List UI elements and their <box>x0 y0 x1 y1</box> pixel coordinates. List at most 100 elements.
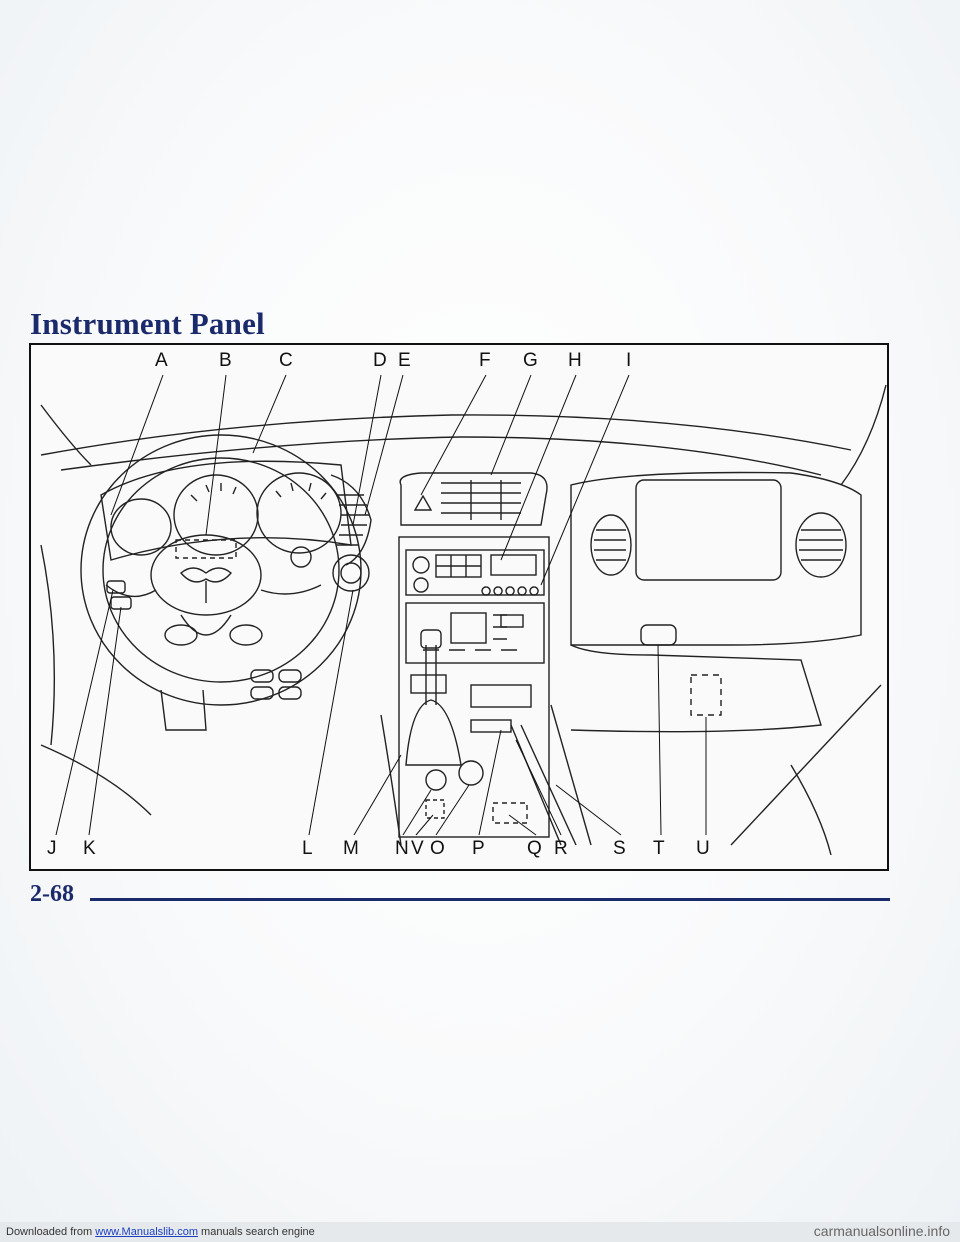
console-rail-2 <box>520 724 577 846</box>
left-switch-1 <box>106 580 126 594</box>
wheel-lower-opening-2 <box>229 624 263 646</box>
steering-wheel-inner <box>102 457 340 683</box>
leader-T <box>657 644 662 836</box>
windshield-left <box>40 404 92 466</box>
airbag-label-box <box>175 539 237 559</box>
callout-U: U <box>696 838 710 859</box>
leader-I <box>540 374 630 586</box>
gauge-speedo <box>256 472 342 554</box>
leader-B <box>205 374 227 536</box>
hazard-triangle <box>413 494 433 511</box>
callout-A: A <box>155 350 168 371</box>
climate-panel <box>405 602 545 664</box>
passenger-display-area <box>635 479 782 581</box>
floor-line-right <box>730 684 882 846</box>
leader-F <box>420 374 487 496</box>
glovebox <box>570 644 822 733</box>
callout-K: K <box>83 838 96 859</box>
door-line-right <box>790 764 832 856</box>
gauge-tach <box>173 474 259 556</box>
lower-switch-1 <box>250 669 274 683</box>
passenger-dash <box>570 471 862 646</box>
shift-plate <box>410 674 447 694</box>
center-stack <box>398 536 550 838</box>
console-switch-2 <box>458 760 484 786</box>
ignition-center <box>340 562 362 584</box>
page-rule <box>90 898 890 901</box>
ignition-ring <box>332 554 370 592</box>
page-number: 2-68 <box>30 881 74 907</box>
passenger-vent-left <box>590 514 632 576</box>
lower-switch-2 <box>278 669 302 683</box>
passenger-vent-right-louvers <box>799 529 843 561</box>
download-credit-prefix: Downloaded from <box>6 1226 96 1238</box>
passenger-vent-right <box>795 512 847 578</box>
leader-S <box>555 784 622 836</box>
leader-P <box>478 729 502 836</box>
console-rail-1 <box>510 724 562 846</box>
callout-H: H <box>568 350 582 371</box>
wheel-lower-opening-1 <box>164 624 198 646</box>
watermark: carmanualsonline.info <box>813 1223 950 1239</box>
callout-N: N <box>395 838 409 859</box>
manualslib-link[interactable]: www.Manualslib.com <box>95 1226 198 1238</box>
steering-spoke-right <box>260 584 322 595</box>
steering-spoke-left <box>105 584 157 598</box>
callout-L: L <box>302 838 313 859</box>
console-dashed-box-1 <box>425 799 445 819</box>
leader-D <box>352 374 382 526</box>
lower-switch-3 <box>250 686 274 700</box>
radio-presets <box>481 586 539 596</box>
callout-E: E <box>398 350 411 371</box>
leader-J <box>55 589 114 836</box>
instrument-panel-illustration: A B C D E F G H I J K L M N V O P Q R S … <box>29 343 889 871</box>
leader-E <box>364 374 404 516</box>
leader-M <box>353 754 402 836</box>
leader-G <box>490 374 532 476</box>
console-left <box>380 714 402 846</box>
callout-R: R <box>554 838 568 859</box>
callout-F: F <box>479 350 491 371</box>
leader-V <box>415 814 434 836</box>
radio-knob-left-2 <box>413 577 429 593</box>
shift-boot <box>405 699 462 766</box>
leader-H <box>500 374 577 561</box>
shift-knob <box>420 629 442 649</box>
column-cover <box>160 689 207 731</box>
console-tray <box>470 719 512 733</box>
console-right <box>550 704 592 846</box>
radio-panel <box>405 549 545 596</box>
console-switch-1 <box>425 769 447 791</box>
download-credit: Downloaded from www.Manualslib.com manua… <box>6 1226 315 1238</box>
callout-I: I <box>626 350 632 371</box>
glovebox-latch <box>640 624 677 646</box>
callout-B: B <box>219 350 232 371</box>
callout-Q: Q <box>527 838 542 859</box>
callout-S: S <box>613 838 626 859</box>
floor-line-left <box>40 744 152 816</box>
radio-grid-lines <box>436 555 481 577</box>
center-vent-housing <box>399 472 548 526</box>
page-title: Instrument Panel <box>30 306 265 341</box>
glovebox-dashed <box>690 674 722 716</box>
leader-A <box>110 374 164 516</box>
dash-top-line <box>40 414 852 456</box>
callout-V: V <box>411 838 424 859</box>
leader-R <box>515 739 562 836</box>
gauge-ticks <box>190 482 327 502</box>
leader-K <box>88 606 122 836</box>
gauge-left <box>110 498 172 556</box>
callout-C: C <box>279 350 293 371</box>
callout-P: P <box>472 838 485 859</box>
instrument-panel-drawing <box>40 374 887 856</box>
cd-slot <box>500 614 524 628</box>
callout-M: M <box>343 838 359 859</box>
callout-T: T <box>653 838 665 859</box>
center-vent-louvers <box>441 480 521 520</box>
callout-G: G <box>523 350 538 371</box>
leader-O <box>435 784 470 836</box>
leader-L <box>308 589 354 836</box>
radio-display <box>490 554 537 576</box>
radio-knob-left <box>412 556 430 574</box>
passenger-vent-left-louvers <box>594 529 626 561</box>
